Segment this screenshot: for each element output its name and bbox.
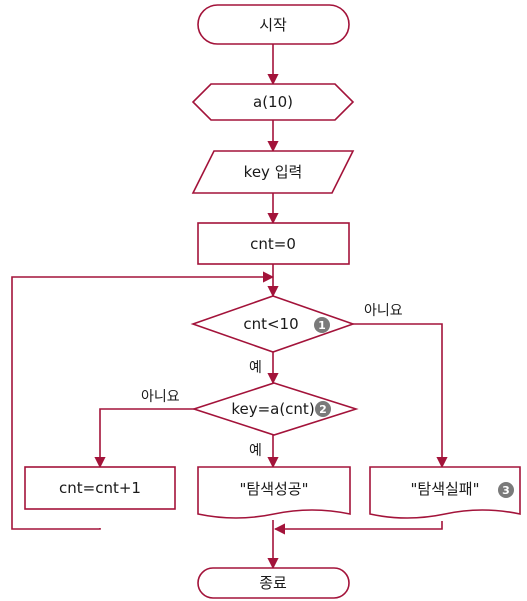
increment-process: cnt=cnt+1 bbox=[24, 466, 176, 510]
increment-label: cnt=cnt+1 bbox=[59, 479, 141, 497]
found-output-document: "탐색성공" bbox=[197, 466, 351, 519]
compare-decision: key=a(cnt) 2 bbox=[191, 382, 359, 436]
compare-label: key=a(cnt) bbox=[231, 400, 314, 418]
init-label: cnt=0 bbox=[250, 235, 296, 253]
step-badge-3 bbox=[498, 482, 514, 498]
step-badge-1-number: 1 bbox=[318, 319, 326, 332]
arrow-loop-check-no bbox=[353, 323, 448, 469]
end-terminal: 종료 bbox=[197, 567, 350, 599]
key-input-parallelogram: key 입력 bbox=[191, 150, 355, 194]
array-label: a(10) bbox=[253, 93, 293, 111]
end-label: 종료 bbox=[259, 574, 287, 592]
arrow-compare-no bbox=[94, 408, 194, 469]
step-badge-1 bbox=[314, 317, 330, 333]
arrow-not-found-to-merge bbox=[273, 521, 443, 535]
loop-check-label: cnt<10 bbox=[243, 315, 298, 333]
step-badge-3-number: 3 bbox=[502, 484, 510, 497]
start-terminal: 시작 bbox=[197, 4, 350, 45]
edge-label-loop-yes: 예 bbox=[249, 360, 262, 376]
found-label: "탐색성공" bbox=[240, 480, 309, 498]
connectors bbox=[11, 44, 448, 570]
not-found-output-document: "탐색실패" 3 bbox=[369, 466, 521, 519]
start-label: 시작 bbox=[259, 16, 287, 34]
init-process: cnt=0 bbox=[197, 222, 350, 265]
step-badge-2-number: 2 bbox=[319, 403, 327, 416]
edge-label-loop-no: 아니요 bbox=[364, 303, 403, 319]
input-label: key 입력 bbox=[244, 163, 303, 181]
step-badge-2 bbox=[315, 401, 331, 417]
edge-label-compare-no: 아니요 bbox=[141, 389, 180, 405]
edge-label-compare-yes: 예 bbox=[249, 443, 262, 459]
array-declaration-preparation: a(10) bbox=[191, 83, 355, 121]
loop-check-decision: cnt<10 1 bbox=[190, 295, 356, 353]
not-found-label: "탐색실패" bbox=[411, 480, 480, 498]
loop-back-arrow bbox=[11, 271, 275, 530]
